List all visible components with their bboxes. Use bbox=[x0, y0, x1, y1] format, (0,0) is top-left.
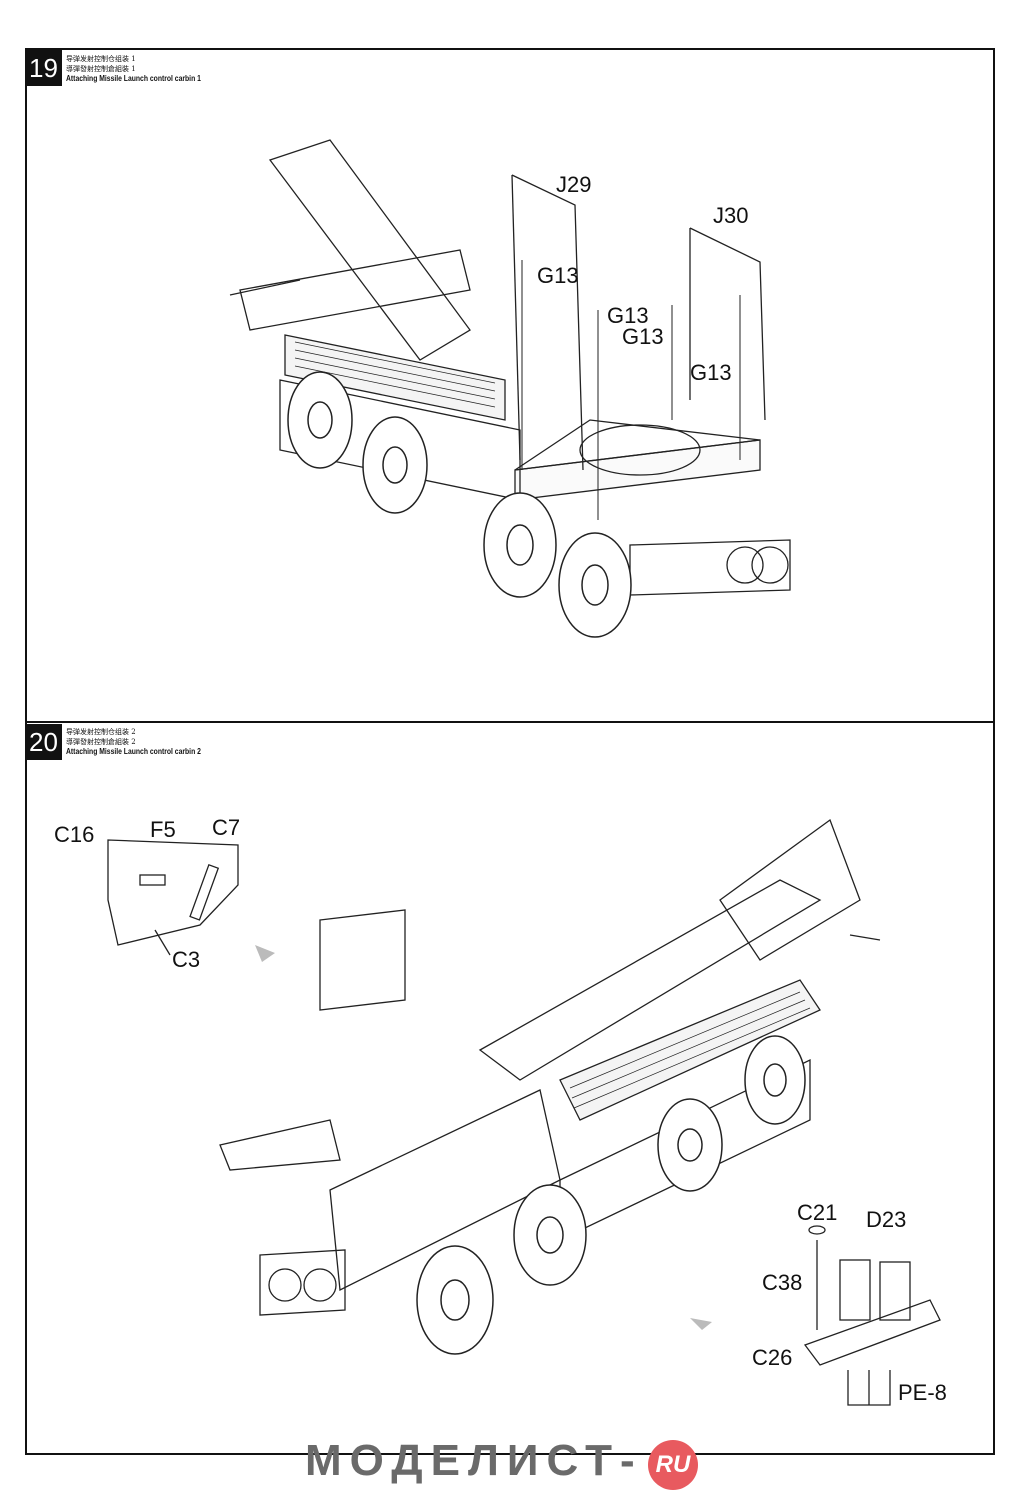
part-label-g13: G13 bbox=[607, 303, 649, 328]
part-label-g13: G13 bbox=[537, 263, 579, 288]
step-20-title-en: Attaching Missile Launch control carbin … bbox=[66, 747, 201, 756]
step-19-vehicle-drawing bbox=[229, 139, 791, 638]
arrow-icons bbox=[255, 945, 712, 1330]
step-19-number: 19 bbox=[25, 50, 62, 86]
part-label-c16: C16 bbox=[54, 822, 95, 847]
step-19-title-cn-simplified: 导弹发射控制仓组装 1 bbox=[66, 55, 136, 63]
step-19-title: 导弹发射控制仓组装 1 導彈發射控制倉組裝 1 Attaching Missil… bbox=[66, 54, 225, 84]
step-20-vehicle-drawing bbox=[107, 818, 941, 1406]
watermark-badge: RU bbox=[648, 1440, 698, 1490]
part-label-c26: C26 bbox=[752, 1345, 793, 1370]
part-label-g13: G13 bbox=[690, 360, 732, 385]
step-19-title-cn-traditional: 導彈發射控制倉組裝 1 bbox=[66, 65, 136, 73]
part-label-d23: D23 bbox=[866, 1207, 907, 1232]
watermark-text: МОДЕЛИСТ- bbox=[305, 1436, 643, 1485]
part-label-pe8: PE-8 bbox=[898, 1380, 947, 1405]
step-20-title: 导弹发射控制仓组装 2 導彈發射控制倉組裝 2 Attaching Missil… bbox=[66, 727, 225, 757]
part-label-j30: J30 bbox=[713, 203, 749, 228]
step-divider bbox=[25, 721, 995, 723]
part-label-c38: C38 bbox=[762, 1270, 803, 1295]
step-20-number: 20 bbox=[25, 724, 62, 760]
part-label-c7: C7 bbox=[212, 815, 241, 840]
part-label-c21: C21 bbox=[797, 1200, 838, 1225]
part-label-c3: C3 bbox=[172, 947, 201, 972]
part-label-j29: J29 bbox=[556, 172, 592, 197]
step-20-title-cn-traditional: 導彈發射控制倉組裝 2 bbox=[66, 738, 136, 746]
step-20-title-cn-simplified: 导弹发射控制仓组装 2 bbox=[66, 728, 136, 736]
step-19-title-en: Attaching Missile Launch control carbin … bbox=[66, 74, 201, 83]
part-label-f5: F5 bbox=[150, 817, 176, 842]
part-label-g13: G13 bbox=[622, 324, 664, 349]
